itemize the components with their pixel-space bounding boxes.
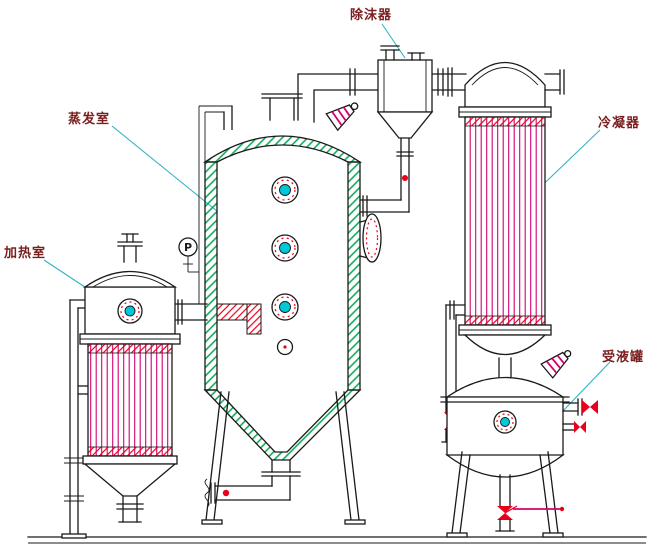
label-condenser: 冷凝器 [598, 116, 641, 131]
heater-vessel [79, 233, 181, 523]
heater-tube-bundle [87, 343, 173, 457]
label-evaporation-chamber: 蒸发室 [68, 112, 111, 127]
heater-side-pipe [61, 299, 89, 539]
evaporator-sight-glass [271, 293, 299, 321]
heater-sight-glass [117, 298, 143, 324]
label-heating-chamber: 加热室 [4, 246, 47, 261]
receiver-tank [440, 349, 598, 538]
tank-vent-nozzle [540, 349, 572, 379]
label-demister: 除沫器 [350, 8, 393, 23]
evaporator-sight-glass [271, 176, 299, 204]
evaporator-legs [201, 391, 366, 525]
pressure-gauge: P [178, 237, 199, 273]
tank-side-nozzles [562, 398, 598, 433]
drain-valve-dot [402, 175, 408, 181]
evaporator-sight-glass [271, 234, 299, 262]
circulation-pipe [174, 299, 208, 325]
leader-receiving-tank [560, 361, 611, 414]
leader-demister [381, 23, 406, 59]
evaporator-wall-right [347, 161, 361, 391]
tank-drain [495, 474, 565, 532]
ground-line [27, 536, 647, 544]
discharge-pipe [204, 475, 291, 508]
tank-sight-glass [493, 410, 517, 434]
evaporator-vessel [201, 93, 382, 525]
tank-legs [446, 451, 564, 538]
demister-drain-pipe [359, 135, 414, 217]
feed-spray-nozzle [325, 102, 359, 132]
manhole [359, 213, 382, 263]
small-nozzle-port [276, 338, 294, 356]
gauge-letter: P [184, 241, 192, 254]
demister-vessel [376, 45, 434, 139]
condenser-vessel [458, 62, 565, 381]
evaporator-wall-left [204, 161, 218, 391]
condenser-tube-bundle [464, 116, 546, 326]
drain-valve-dot [222, 489, 230, 497]
label-receiving-tank: 受液罐 [602, 350, 645, 365]
